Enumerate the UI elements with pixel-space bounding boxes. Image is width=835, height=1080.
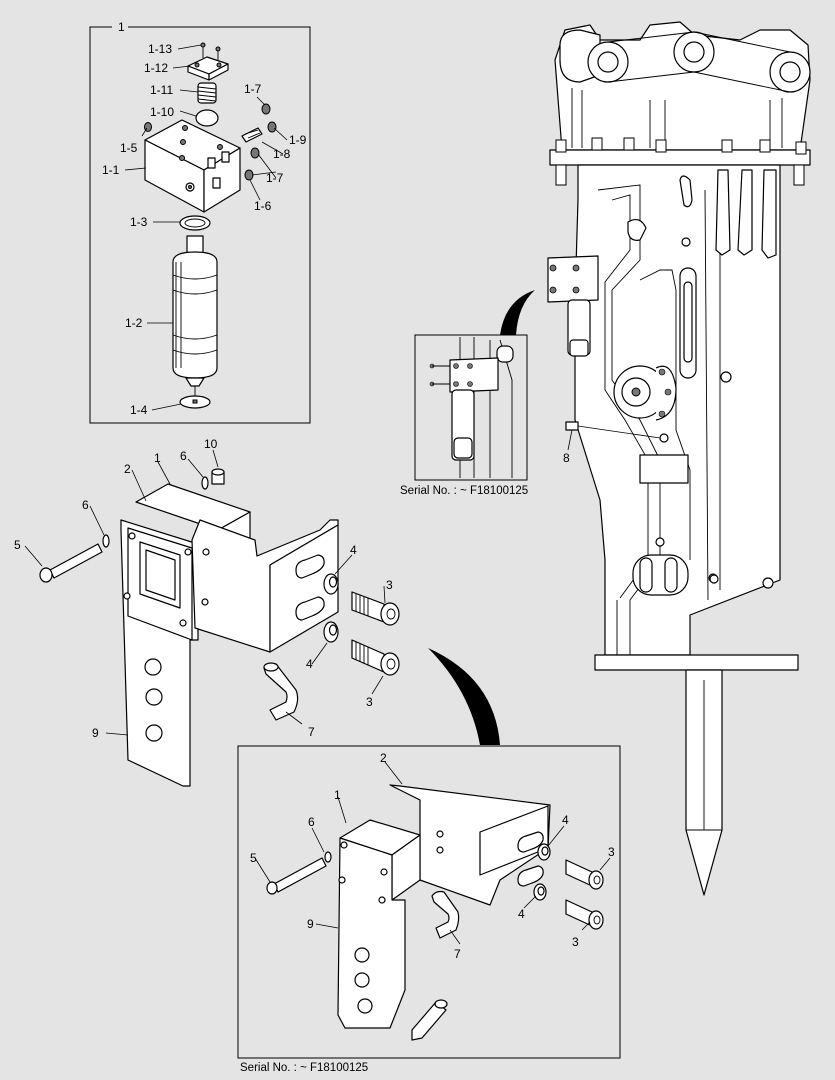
inset-serial-caption: Serial No. : ~ F18100125 [400, 485, 528, 497]
label-b4-top: 4 [562, 813, 569, 827]
bottom-assembly-box: 2 1 6 5 4 3 4 3 9 7 Serial No. : ~ F1810… [237, 745, 621, 1074]
label-1-5: 1-5 [120, 141, 138, 155]
part-1-10-plug [195, 109, 219, 127]
label-b3-bottom: 3 [572, 935, 579, 949]
part-1-4-cap [179, 386, 211, 409]
label-b6: 6 [308, 815, 315, 829]
part-5-long-bolt [39, 534, 110, 583]
label-1-4: 1-4 [130, 403, 148, 417]
callout-arrow-bottom [428, 648, 500, 745]
label-m6-left: 6 [82, 498, 89, 512]
label-1-13: 1-13 [148, 42, 172, 56]
part-6-washer [102, 534, 110, 548]
label-m4-bottom: 4 [306, 657, 313, 671]
label-1-7-top: 1-7 [244, 82, 262, 96]
part-8-plug [565, 421, 669, 443]
label-1-6: 1-6 [254, 199, 272, 213]
part-10-bolt [201, 468, 225, 490]
part-1-12-cover [187, 42, 229, 81]
label-m6-top: 6 [180, 449, 187, 463]
part-2-bracket [191, 519, 339, 653]
label-1-12: 1-12 [144, 61, 168, 75]
label-1-11: 1-11 [150, 83, 173, 97]
label-1-8: 1-8 [273, 147, 291, 161]
label-r8: 8 [563, 451, 570, 465]
part-1-2-accumulator [172, 235, 218, 387]
inset-detail-box: Serial No. : ~ F18100125 [400, 334, 528, 497]
accumulator-assembly-box: 1 [89, 20, 311, 424]
part-3-bolt-bottom [351, 639, 400, 676]
part-1-11-spring [197, 82, 217, 104]
label-m9: 9 [92, 726, 99, 740]
label-1-10: 1-10 [150, 105, 174, 119]
label-b3-top: 3 [608, 845, 615, 859]
label-1-7-bottom: 1-7 [266, 171, 284, 185]
part-1-3-oring [179, 215, 211, 231]
label-b4-bottom: 4 [518, 907, 525, 921]
breaker-accumulator [613, 365, 677, 421]
label-1-3: 1-3 [130, 215, 148, 229]
part-1-7-1-9-plugs [144, 103, 277, 181]
label-m10: 10 [204, 437, 218, 451]
label-m1: 1 [154, 451, 161, 465]
label-b9: 9 [307, 917, 314, 931]
label-m3-top: 3 [386, 578, 393, 592]
breaker-valve [547, 218, 647, 357]
bracket-assembly: 10 2 1 6 6 5 4 3 4 3 7 9 [14, 437, 400, 787]
part-7-fitting [263, 662, 299, 721]
label-b1: 1 [334, 788, 341, 802]
part-3-bolt-top [351, 591, 400, 626]
bottom-serial-caption: Serial No. : ~ F18100125 [240, 1062, 368, 1074]
label-m3-bottom: 3 [366, 695, 373, 709]
label-m2: 2 [124, 462, 131, 476]
label-1-2: 1-2 [125, 316, 143, 330]
callout-arrow-inset [500, 290, 535, 335]
breaker-body [547, 21, 811, 896]
label-m4-top: 4 [350, 543, 357, 557]
label-m7: 7 [308, 725, 315, 739]
part-9-plate [120, 519, 199, 787]
label-1-1: 1-1 [102, 163, 120, 177]
label-b7: 7 [454, 947, 461, 961]
label-b2: 2 [380, 751, 387, 765]
label-1-group: 1 [118, 20, 125, 34]
part-1-1-block [144, 119, 241, 213]
label-m5: 5 [14, 538, 21, 552]
label-b5: 5 [250, 851, 257, 865]
label-1-9: 1-9 [289, 133, 307, 147]
